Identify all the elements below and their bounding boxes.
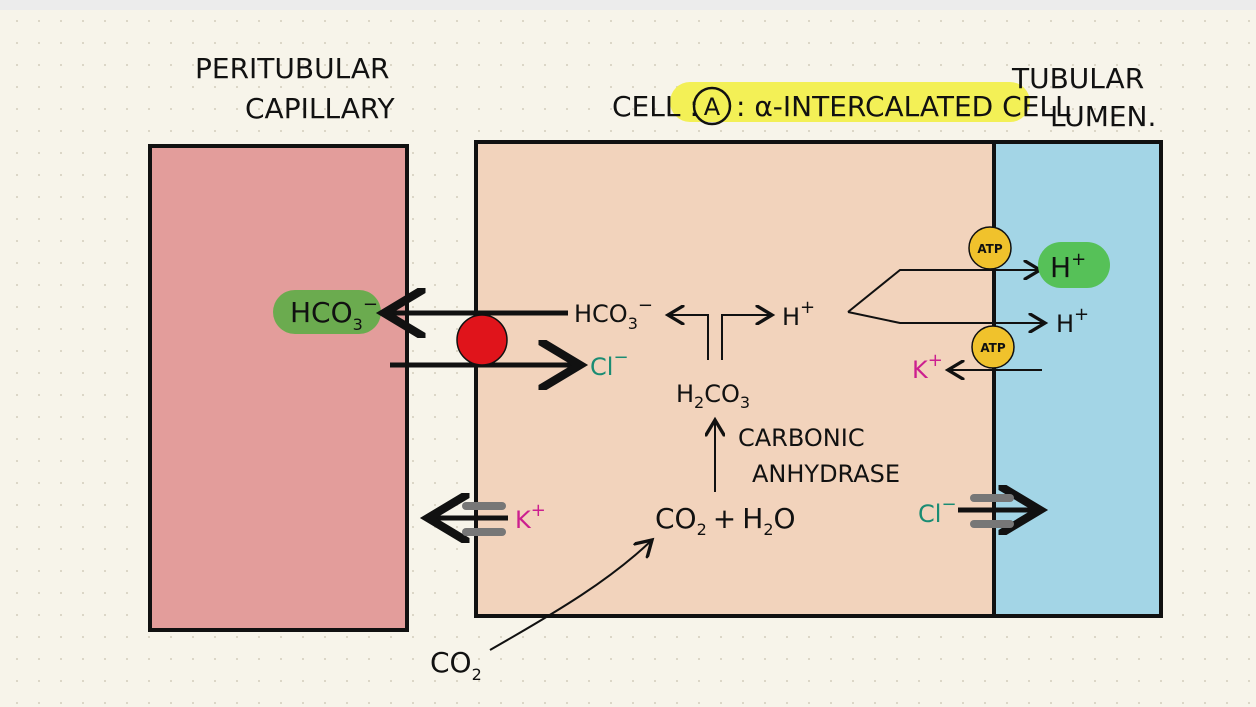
h-k-atpase-pump [971, 325, 1015, 369]
top-bar [0, 0, 1256, 10]
capillary-label-line1: PERITUBULAR [195, 52, 389, 85]
hco3-cell-label: HCO3− [574, 295, 653, 333]
cl-channel-lower [970, 520, 1014, 528]
tubular-lumen-box [992, 140, 1163, 618]
k-apical-label: K+ [912, 350, 943, 384]
cell-id-circle [692, 86, 732, 126]
hco3-blood-label: HCO3− [290, 294, 378, 334]
h-k-atpase-arrow [847, 311, 1045, 323]
h-lumen-mid-label: H+ [1056, 304, 1089, 338]
co2-outside-label: CO2 [430, 646, 482, 684]
enzyme-label-line1: CARBONIC [738, 424, 865, 452]
dissociation-arrow-right [721, 315, 772, 360]
dissociation-arrow-left [668, 315, 709, 360]
h-cell-label: H+ [782, 297, 815, 331]
co2-diffusion-arrow [489, 540, 652, 651]
cell-title-prefix: CELL : [612, 90, 699, 123]
h2co3-label: H2CO3 [676, 380, 750, 412]
k-channel-lower [462, 528, 506, 536]
h-lumen-top-label: H+ [1050, 249, 1086, 284]
cell-title-highlight [670, 82, 1030, 122]
k-basolateral-label: K+ [515, 500, 546, 534]
peritubular-capillary-box [148, 144, 409, 632]
lumen-label-line2: LUMEN. [1050, 100, 1156, 133]
lumen-h-highlight [1038, 242, 1110, 288]
hco3-cl-exchanger [456, 314, 508, 366]
co2-h2o-label: CO2+H2O [655, 502, 796, 539]
lumen-label-line1: TUBULAR [1011, 62, 1144, 95]
cl-apical-label: Cl− [918, 494, 957, 528]
capillary-label-line2: CAPILLARY [245, 92, 396, 125]
cl-channel-upper [970, 494, 1014, 502]
atp-bottom-label: ATP [980, 341, 1006, 355]
k-channel-upper [462, 502, 506, 510]
hco3-blood-highlight [273, 290, 381, 334]
cl-cell-label: Cl− [590, 347, 629, 381]
cell-title-name: : α-INTERCALATED CELL [736, 90, 1071, 123]
h-atpase-arrow [847, 270, 1040, 313]
enzyme-label-line2: ANHYDRASE [752, 460, 900, 488]
cell-id: A [704, 93, 721, 121]
h-atpase-pump [968, 226, 1012, 270]
atp-top-label: ATP [977, 242, 1003, 256]
